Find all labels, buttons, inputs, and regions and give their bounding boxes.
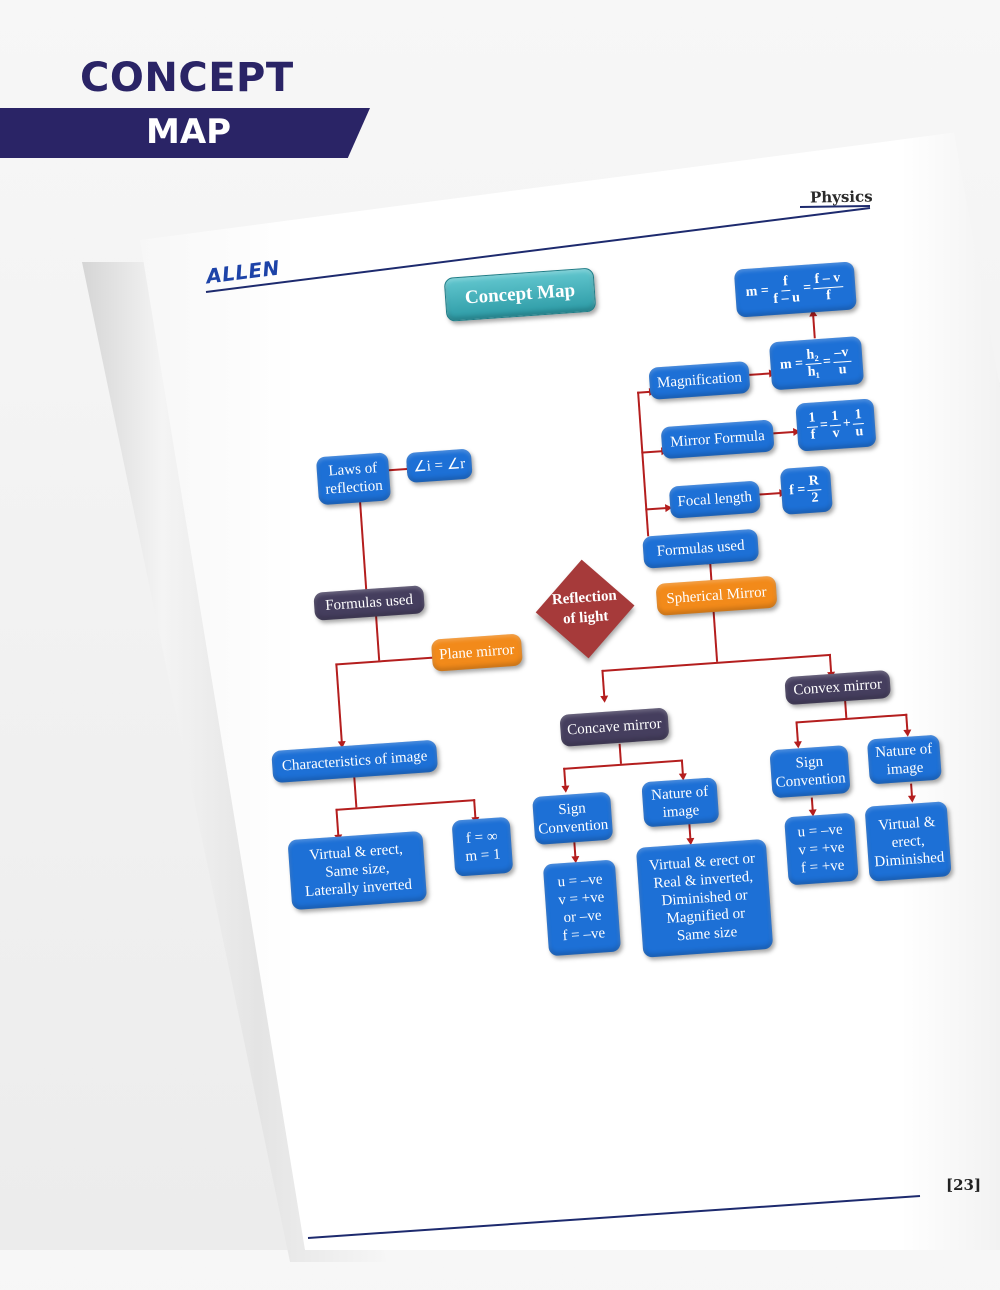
connector <box>386 467 409 472</box>
connector-arrow <box>600 695 609 704</box>
section-title: CONCEPT <box>80 55 294 101</box>
convex-mirror-node: Convex mirror <box>784 669 892 706</box>
connector <box>335 663 343 744</box>
convex-nature-node: Nature of image <box>866 734 942 785</box>
laws-of-reflection-node: Laws of reflection <box>315 452 392 506</box>
section-banner <box>0 108 370 158</box>
connector <box>759 491 782 496</box>
connector <box>601 669 606 698</box>
center-node-label: Reflection of light <box>551 587 618 627</box>
convex-nature-values-node: Virtual & erect, Diminished <box>864 801 952 882</box>
convex-sign-convention-node: Sign Convention <box>769 744 851 799</box>
connector <box>563 759 683 770</box>
mirror-formula-node: Mirror Formula <box>660 419 775 460</box>
connector <box>353 777 358 808</box>
plane-formulas-used-node: Formulas used <box>313 585 426 621</box>
connector <box>645 506 668 511</box>
page-rules <box>205 205 921 1239</box>
footer-rule <box>307 1195 921 1239</box>
page-number: [23] <box>946 1176 982 1194</box>
concave-signs-node: u = –ve v = +ve or –ve f = –ve <box>542 859 622 957</box>
characteristics-node: Characteristics of image <box>271 739 439 784</box>
connector <box>795 721 799 744</box>
concave-nature-values-node: Virtual & erect or Real & inverted, Dimi… <box>635 838 774 958</box>
connector <box>375 615 381 661</box>
concave-mirror-node: Concave mirror <box>559 707 670 747</box>
connector-arrow <box>561 785 570 794</box>
spherical-formulas-used-node: Formulas used <box>642 528 760 569</box>
connector <box>637 391 650 537</box>
connector <box>795 713 908 724</box>
plane-mirror-node: Plane mirror <box>430 633 523 672</box>
plane-fm-node: f = ∞ m = 1 <box>451 816 514 877</box>
connector <box>812 314 816 339</box>
spherical-mirror-node: Spherical Mirror <box>655 575 778 616</box>
header-rule <box>205 207 871 293</box>
angle-law-node: ∠i = ∠r <box>405 448 473 483</box>
subject-underline <box>799 205 871 208</box>
connector <box>335 656 436 666</box>
connector <box>335 808 340 837</box>
section-subtitle: MAP <box>146 112 232 152</box>
focal-length-node: Focal length <box>668 480 761 519</box>
connector <box>773 430 796 435</box>
connector <box>749 372 772 376</box>
connector <box>641 450 664 454</box>
plane-image-node: Virtual & erect, Same size, Laterally in… <box>287 830 428 911</box>
connector <box>618 743 622 764</box>
connector <box>712 611 719 662</box>
plane-m-value: m = 1 <box>464 846 502 865</box>
magnification-node: Magnification <box>648 360 751 400</box>
concave-sign-convention-node: Sign Convention <box>532 791 614 845</box>
concept-map-title: Concept Map <box>443 267 597 322</box>
plane-f-value: f = ∞ <box>465 828 499 847</box>
convex-signs-node: u = –ve v = +ve f = +ve <box>784 812 859 886</box>
concave-nature-node: Nature of image <box>641 777 720 828</box>
connector-arrow <box>907 795 917 803</box>
